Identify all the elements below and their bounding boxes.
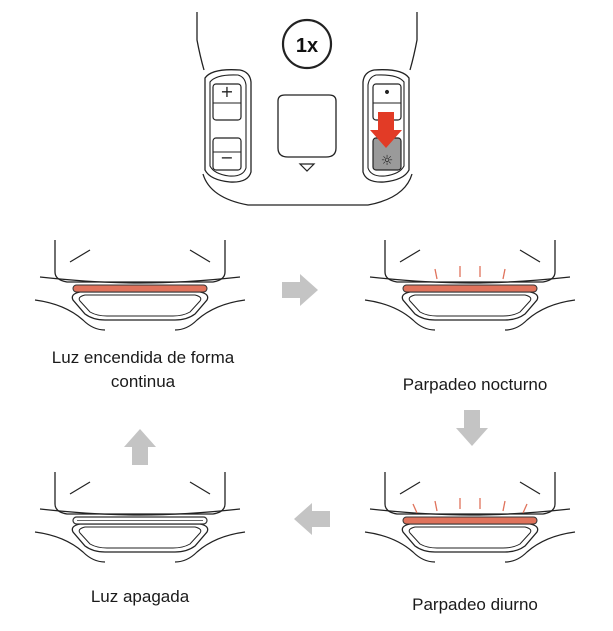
plus-button[interactable] [212, 83, 242, 121]
flow-arrow-down [456, 410, 488, 446]
caption-day-blink: Parpadeo diurno [412, 595, 538, 614]
state-day [364, 471, 576, 563]
remote-control: + − • ☼ 1x [196, 12, 418, 206]
state-night [364, 239, 576, 331]
light-icon: ☼ [381, 153, 394, 169]
center-screen [277, 94, 337, 172]
triangle-down-icon [298, 163, 316, 172]
caption-night-blink: Parpadeo nocturno [402, 375, 548, 394]
right-button-pad: • ☼ [362, 69, 410, 183]
press-arrow-icon [370, 112, 402, 148]
left-button-pad: + − [204, 69, 252, 183]
flow-arrow-right [282, 274, 318, 306]
flow-arrow-up [124, 429, 156, 465]
dot-label: • [383, 85, 391, 101]
caption-continuous: Luz encendida de forma continua [51, 348, 235, 391]
badge-text: 1x [296, 35, 318, 57]
minus-label: − [220, 148, 233, 167]
state-off [34, 471, 246, 563]
state-continuous [34, 239, 246, 331]
press-count-badge: 1x [281, 18, 333, 70]
caption-light-off: Luz apagada [90, 587, 190, 606]
minus-button[interactable] [212, 137, 242, 171]
plus-label: + [220, 82, 233, 101]
flow-arrow-left [294, 503, 330, 535]
